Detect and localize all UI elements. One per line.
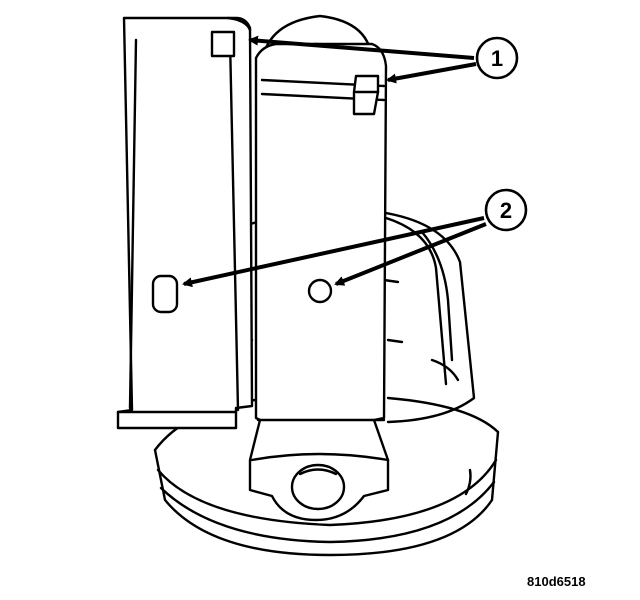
figure-code: 810d6518 (527, 574, 586, 589)
callout-1-label: 1 (491, 46, 503, 71)
leader-arrow-2a (182, 216, 485, 288)
right-locating-tang (352, 74, 380, 116)
leader-arrow-1b (386, 62, 477, 84)
callout-2-label: 2 (500, 198, 512, 223)
left-bearing-shell (116, 16, 254, 430)
left-locating-tang (210, 30, 236, 58)
right-oil-hole (307, 278, 333, 304)
callout-1: 1 (475, 36, 519, 80)
leader-arrow-1a (248, 35, 475, 60)
callout-2: 2 (484, 188, 528, 232)
leader-arrow-2b (334, 222, 487, 286)
left-oil-hole (151, 274, 179, 314)
